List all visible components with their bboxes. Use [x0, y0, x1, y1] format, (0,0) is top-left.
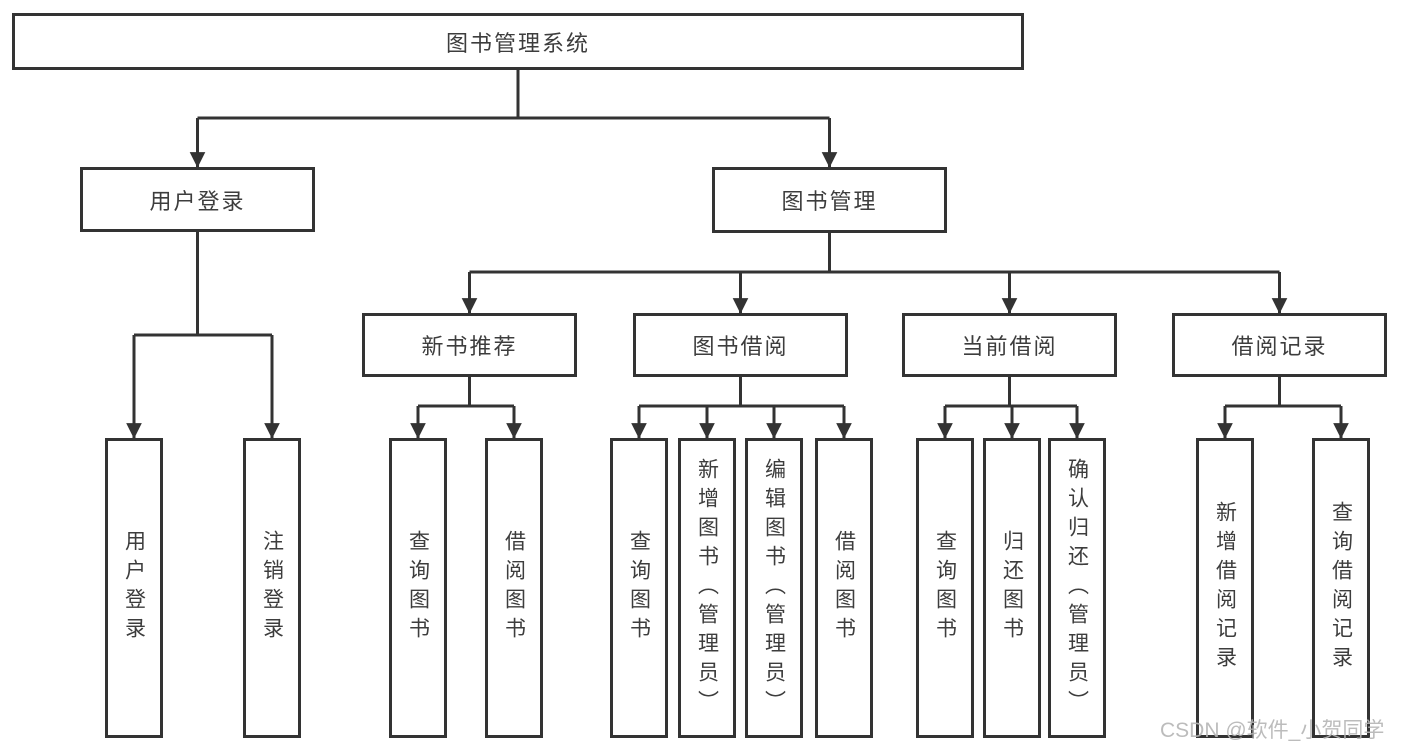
leaf-label: 注销登录 [260, 530, 284, 646]
leaf-query-books: 查询图书 [610, 438, 668, 738]
leaf-label: 归还图书 [1000, 530, 1024, 646]
node-book-management-module: 图书管理 [712, 167, 947, 233]
node-label: 借阅记录 [1231, 334, 1328, 359]
leaf-label: 确认归还（管理员） [1065, 457, 1089, 719]
leaf-query-books: 查询图书 [389, 438, 447, 738]
node-new-book-recommend: 新书推荐 [362, 313, 577, 377]
leaf-label: 用户登录 [122, 530, 146, 646]
node-label: 当前借阅 [961, 334, 1058, 359]
csdn-watermark: CSDN @软件_小贺同学 [1160, 719, 1385, 742]
node-user-login-module: 用户登录 [80, 167, 315, 232]
leaf-add-borrow-record: 新增借阅记录 [1196, 438, 1254, 738]
node-current-borrowing: 当前借阅 [902, 313, 1117, 377]
node-library-management-system: 图书管理系统 [12, 13, 1024, 70]
leaf-query-borrow-record: 查询借阅记录 [1312, 438, 1370, 738]
leaf-borrow-books: 借阅图书 [485, 438, 543, 738]
leaf-confirm-return-admin: 确认归还（管理员） [1048, 438, 1106, 738]
leaf-label: 查询借阅记录 [1329, 501, 1353, 675]
leaf-label: 新增借阅记录 [1213, 501, 1237, 675]
leaf-edit-books-admin: 编辑图书（管理员） [745, 438, 803, 738]
node-label: 图书管理系统 [445, 30, 590, 56]
leaf-borrow-books: 借阅图书 [815, 438, 873, 738]
node-label: 图书管理 [781, 189, 878, 214]
leaf-label: 查询图书 [406, 530, 430, 646]
leaf-label: 编辑图书（管理员） [762, 457, 786, 719]
leaf-logout: 注销登录 [243, 438, 301, 738]
node-label: 图书借阅 [692, 334, 789, 359]
leaf-add-books-admin: 新增图书（管理员） [678, 438, 736, 738]
node-label: 新书推荐 [421, 334, 518, 359]
leaf-return-books: 归还图书 [983, 438, 1041, 738]
node-borrowing-records: 借阅记录 [1172, 313, 1387, 377]
leaf-query-books: 查询图书 [916, 438, 974, 738]
leaf-label: 借阅图书 [832, 530, 856, 646]
leaf-label: 借阅图书 [502, 530, 526, 646]
leaf-label: 新增图书（管理员） [695, 457, 719, 719]
node-label: 用户登录 [149, 188, 246, 214]
leaf-label: 查询图书 [627, 530, 651, 646]
leaf-user-login: 用户登录 [105, 438, 163, 738]
node-book-borrowing: 图书借阅 [633, 313, 848, 377]
leaf-label: 查询图书 [933, 530, 957, 646]
